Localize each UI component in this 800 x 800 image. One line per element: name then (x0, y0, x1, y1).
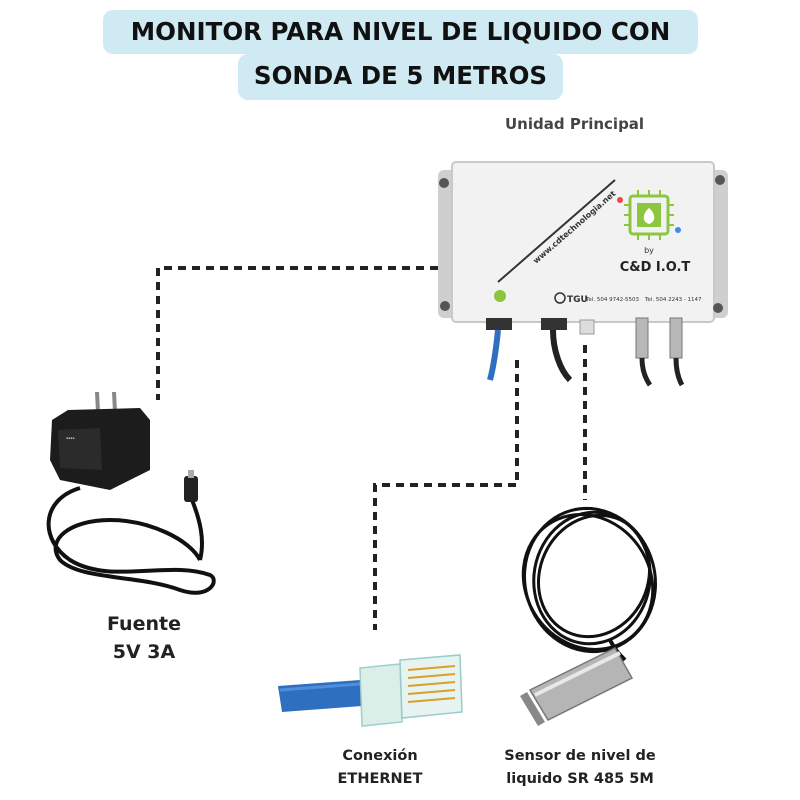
ethernet-connection-line (373, 360, 519, 630)
screw-icon (715, 175, 725, 185)
rj45-connector-icon (359, 663, 403, 727)
probe-body (528, 647, 634, 721)
coiled-cable (521, 506, 657, 654)
phone-1-text: Tel. 504 9742-5503 (585, 297, 640, 303)
small-logo-icon (494, 290, 506, 302)
power-adapter-icon: ▪▪▪▪ (46, 392, 216, 595)
title-line-2: SONDA DE 5 METROS (238, 54, 563, 100)
city-text: TGU (567, 295, 588, 305)
ethernet-label-line2: ETHERNET (337, 771, 423, 787)
title-line-1: MONITOR PARA NIVEL DE LIQUIDO CON (103, 10, 698, 54)
main-unit: www.cdtechnologia.net by C&D I.O.T TGU T… (438, 161, 728, 387)
brand-text: C&D I.O.T (620, 260, 691, 275)
power-cable (46, 486, 216, 595)
blue-cable (487, 329, 501, 381)
black-cable (550, 329, 573, 383)
svg-text:▪▪▪▪: ▪▪▪▪ (66, 436, 75, 442)
screw-icon (439, 178, 449, 188)
leaf-icon (643, 208, 655, 224)
sensor-connector (669, 317, 683, 359)
phone-icon (554, 292, 566, 304)
ethernet-cable-icon (278, 654, 463, 727)
power-supply-label: Fuente 5V 3A (95, 610, 193, 666)
brand-logo (617, 190, 681, 240)
screw-icon (440, 301, 450, 311)
port (579, 319, 595, 335)
power-supply-label-line2: 5V 3A (112, 641, 176, 663)
phone-2-text: Tel. 504 2243 - 1147 (644, 297, 702, 303)
sensor-label: Sensor de nivel de liquido SR 485 5M (480, 745, 680, 791)
sensor-label-line2: liquido SR 485 5M (506, 771, 654, 787)
ethernet-label: Conexión ETHERNET (315, 745, 445, 791)
connection-lines (156, 266, 587, 630)
sensor-connector (635, 317, 649, 359)
by-text: by (644, 246, 654, 255)
sensor-label-line1: Sensor de nivel de (504, 748, 656, 764)
title-banner: MONITOR PARA NIVEL DE LIQUIDO CON SONDA … (103, 8, 698, 100)
ethernet-port (486, 318, 512, 330)
power-connection-line (156, 266, 452, 400)
power-port (541, 318, 567, 330)
level-sensor-icon (520, 506, 657, 726)
screw-icon (713, 303, 723, 313)
ethernet-label-line1: Conexión (342, 748, 418, 764)
power-supply-label-line1: Fuente (107, 613, 181, 635)
usb-plug-icon (184, 476, 198, 502)
main-unit-label: Unidad Principal (505, 115, 645, 133)
